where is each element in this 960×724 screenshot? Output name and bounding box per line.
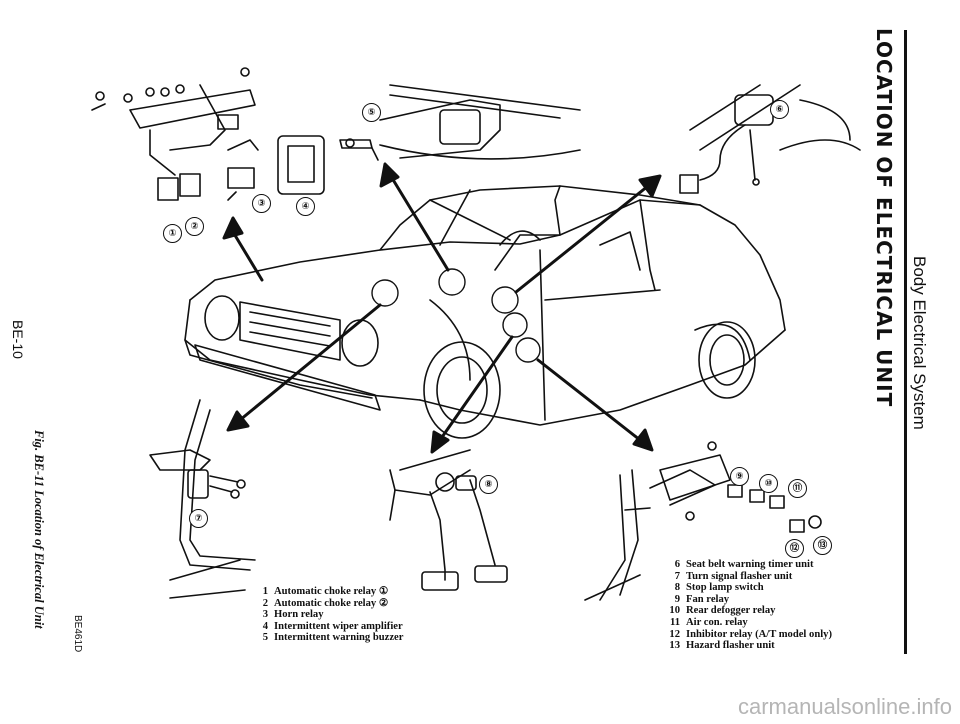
legend-left: 1 Automatic choke relay ① 2 Automatic chok… <box>252 586 404 644</box>
flasher-unit-drawing <box>149 399 256 599</box>
legend-number: 6 <box>674 559 680 570</box>
legend-text: Intermittent warning buzzer <box>274 632 404 644</box>
callout-5: ⑤ <box>362 103 381 122</box>
legend-number: 2 <box>262 597 268 609</box>
figure-code: BE461D <box>72 615 83 653</box>
legend-item: 9 Fan relay <box>664 594 832 606</box>
legend-number: 5 <box>262 632 268 644</box>
pedal-assembly-drawing <box>389 449 508 591</box>
dashboard-buzzer-drawing <box>339 84 581 161</box>
legend-text: Seat belt warning timer unit <box>686 559 814 570</box>
legend-item: 1 Automatic choke relay ① <box>252 586 403 598</box>
legend-number: 7 <box>674 570 680 582</box>
callout-10: ⑩ <box>759 474 778 493</box>
legend-item: 13 Hazard flasher unit <box>664 640 832 652</box>
legend-text: Intermittent wiper amplifier <box>274 620 403 632</box>
callout-6: ⑥ <box>770 100 789 119</box>
legend-item: 2 Automatic choke relay ② <box>252 598 403 610</box>
legend-number: 3 <box>262 609 268 621</box>
legend-number: 13 <box>669 640 680 652</box>
legend-text: Inhibitor relay (A/T model only) <box>686 628 832 640</box>
legend-number: 11 <box>669 616 680 628</box>
callout-4: ④ <box>296 197 315 216</box>
seat-belt-timer-drawing <box>679 84 861 194</box>
legend-text: Automatic choke relay ① <box>274 586 389 597</box>
legend-number: 12 <box>669 628 680 640</box>
callout-9: ⑨ <box>730 467 749 486</box>
page-number: BE-10 <box>10 320 26 359</box>
legend-item: 10 Rear defogger relay <box>664 605 832 617</box>
callout-3: ③ <box>252 194 271 213</box>
callout-1: ① <box>163 224 182 243</box>
callout-7: ⑦ <box>189 509 208 528</box>
legend-item: 8 Stop lamp switch <box>664 582 832 594</box>
legend-item: 5 Intermittent warning buzzer <box>252 632 404 644</box>
legend-text: Automatic choke relay ② <box>274 597 389 609</box>
car-drawing <box>184 185 786 439</box>
leader-circles <box>371 268 541 363</box>
relay-assembly-drawing <box>91 67 325 201</box>
callout-2: ② <box>185 217 204 236</box>
callout-12: ⑫ <box>785 539 804 558</box>
figure-caption: Fig. BE-11 Location of Electrical Unit <box>32 430 46 629</box>
watermark: carmanualsonline.info <box>737 694 952 719</box>
legend-number: 1 <box>262 586 268 597</box>
legend-text: Rear defogger relay <box>686 605 776 617</box>
legend-item: 7 Turn signal flasher unit <box>664 571 832 583</box>
callout-13: ⑬ <box>813 536 832 555</box>
legend-text: Fan relay <box>686 593 730 605</box>
legend-item: 11 Air con. relay <box>664 617 832 629</box>
legend-text: Horn relay <box>274 609 324 621</box>
legend-number: 9 <box>674 593 680 605</box>
manual-section-header: Body Electrical System <box>910 256 929 430</box>
legend-item: 4 Intermittent wiper amplifier <box>252 621 403 633</box>
pointer-arrows <box>222 162 662 454</box>
legend-text: Air con. relay <box>686 616 748 628</box>
legend-text: Turn signal flasher unit <box>686 570 793 582</box>
header-rule <box>904 30 907 654</box>
section-title: LOCATION OF ELECTRICAL UNIT <box>872 28 896 408</box>
legend-number: 10 <box>669 605 680 617</box>
callout-11: ⑪ <box>788 479 807 498</box>
legend-item: 12 Inhibitor relay (A/T model only) <box>664 629 832 641</box>
legend-number: 8 <box>674 582 680 594</box>
callout-8: ⑧ <box>479 475 498 494</box>
legend-right: 6 Seat belt warning timer unit 7 Turn sign… <box>664 559 832 652</box>
legend-number: 4 <box>262 620 268 632</box>
legend-text: Stop lamp switch <box>686 582 764 594</box>
legend-item: 6 Seat belt warning timer unit <box>664 559 832 571</box>
legend-item: 3 Horn relay <box>252 609 403 621</box>
legend-text: Hazard flasher unit <box>686 640 775 652</box>
